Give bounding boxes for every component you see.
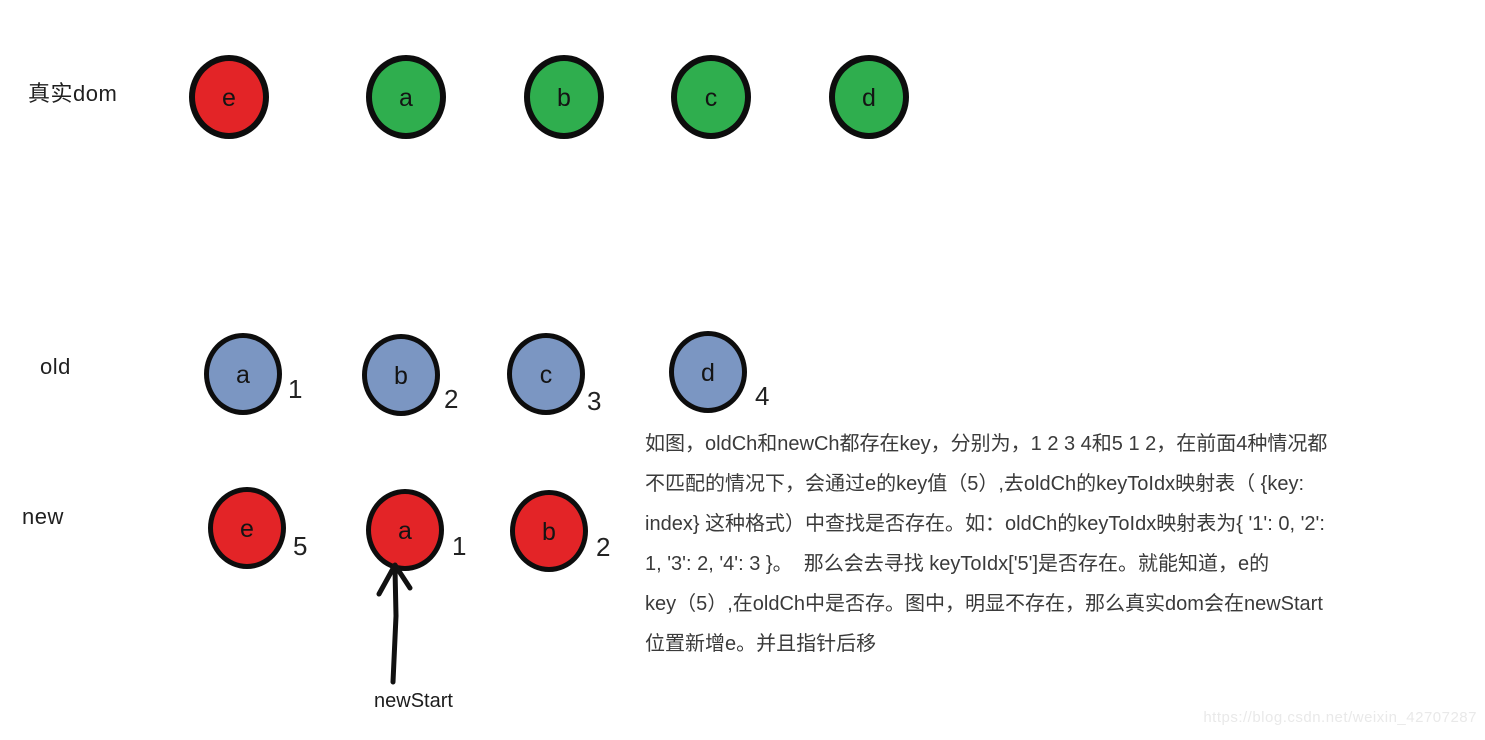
explanation-paragraph: 如图，oldCh和newCh都存在key，分别为，1 2 3 4和5 1 2，在… (645, 424, 1455, 664)
old-node-c: c (507, 333, 585, 415)
node-letter: e (240, 514, 254, 543)
row-label-new: new (22, 504, 64, 529)
paragraph-line: 如图，oldCh和newCh都存在key，分别为，1 2 3 4和5 1 2，在… (645, 433, 1328, 455)
old-node-a: a (204, 333, 282, 415)
node-letter: a (236, 360, 250, 389)
new-node-a: a (366, 489, 444, 571)
realdom-node-c: c (671, 55, 751, 139)
paragraph-line: 不匹配的情况下，会通过e的key值（5）,去oldCh的keyToIdx映射表（… (645, 473, 1305, 495)
node-letter: a (399, 83, 413, 112)
csdn-watermark: https://blog.csdn.net/weixin_42707287 (1203, 709, 1477, 726)
node-letter: e (222, 83, 236, 112)
newstart-label: newStart (374, 690, 453, 712)
old-key-b: 2 (444, 384, 459, 414)
new-key-a: 1 (452, 531, 467, 561)
newstart-arrow-icon (376, 562, 413, 685)
old-key-d: 4 (755, 381, 770, 411)
row-label-old: old (40, 354, 71, 379)
new-node-e: e (208, 487, 286, 569)
paragraph-line: 位置新增e。并且指针后移 (645, 633, 877, 655)
realdom-node-d: d (829, 55, 909, 139)
paragraph-line: index} 这种格式）中查找是否存在。如：oldCh的keyToIdx映射表为… (645, 513, 1325, 535)
node-letter: d (701, 358, 715, 387)
node-letter: c (539, 360, 553, 389)
node-letter: c (704, 83, 718, 112)
realdom-node-e: e (189, 55, 269, 139)
node-letter: b (557, 83, 571, 112)
node-letter: b (542, 517, 556, 546)
old-key-c: 3 (587, 386, 602, 416)
row-label-realdom: 真实dom (28, 81, 118, 106)
node-letter: d (862, 83, 876, 112)
old-node-d: d (669, 331, 747, 413)
old-node-b: b (362, 334, 440, 416)
new-key-e: 5 (293, 531, 308, 561)
paragraph-line: key（5）,在oldCh中是否存。图中，明显不存在，那么真实dom会在newS… (645, 593, 1323, 615)
new-node-b: b (510, 490, 588, 572)
paragraph-line: 1, '3': 2, '4': 3 }。 那么会去寻找 keyToIdx['5'… (645, 553, 1270, 575)
realdom-node-b: b (524, 55, 604, 139)
node-letter: a (398, 516, 412, 545)
new-key-b: 2 (596, 532, 611, 562)
old-key-a: 1 (288, 374, 303, 404)
node-letter: b (394, 361, 408, 390)
realdom-node-a: a (366, 55, 446, 139)
